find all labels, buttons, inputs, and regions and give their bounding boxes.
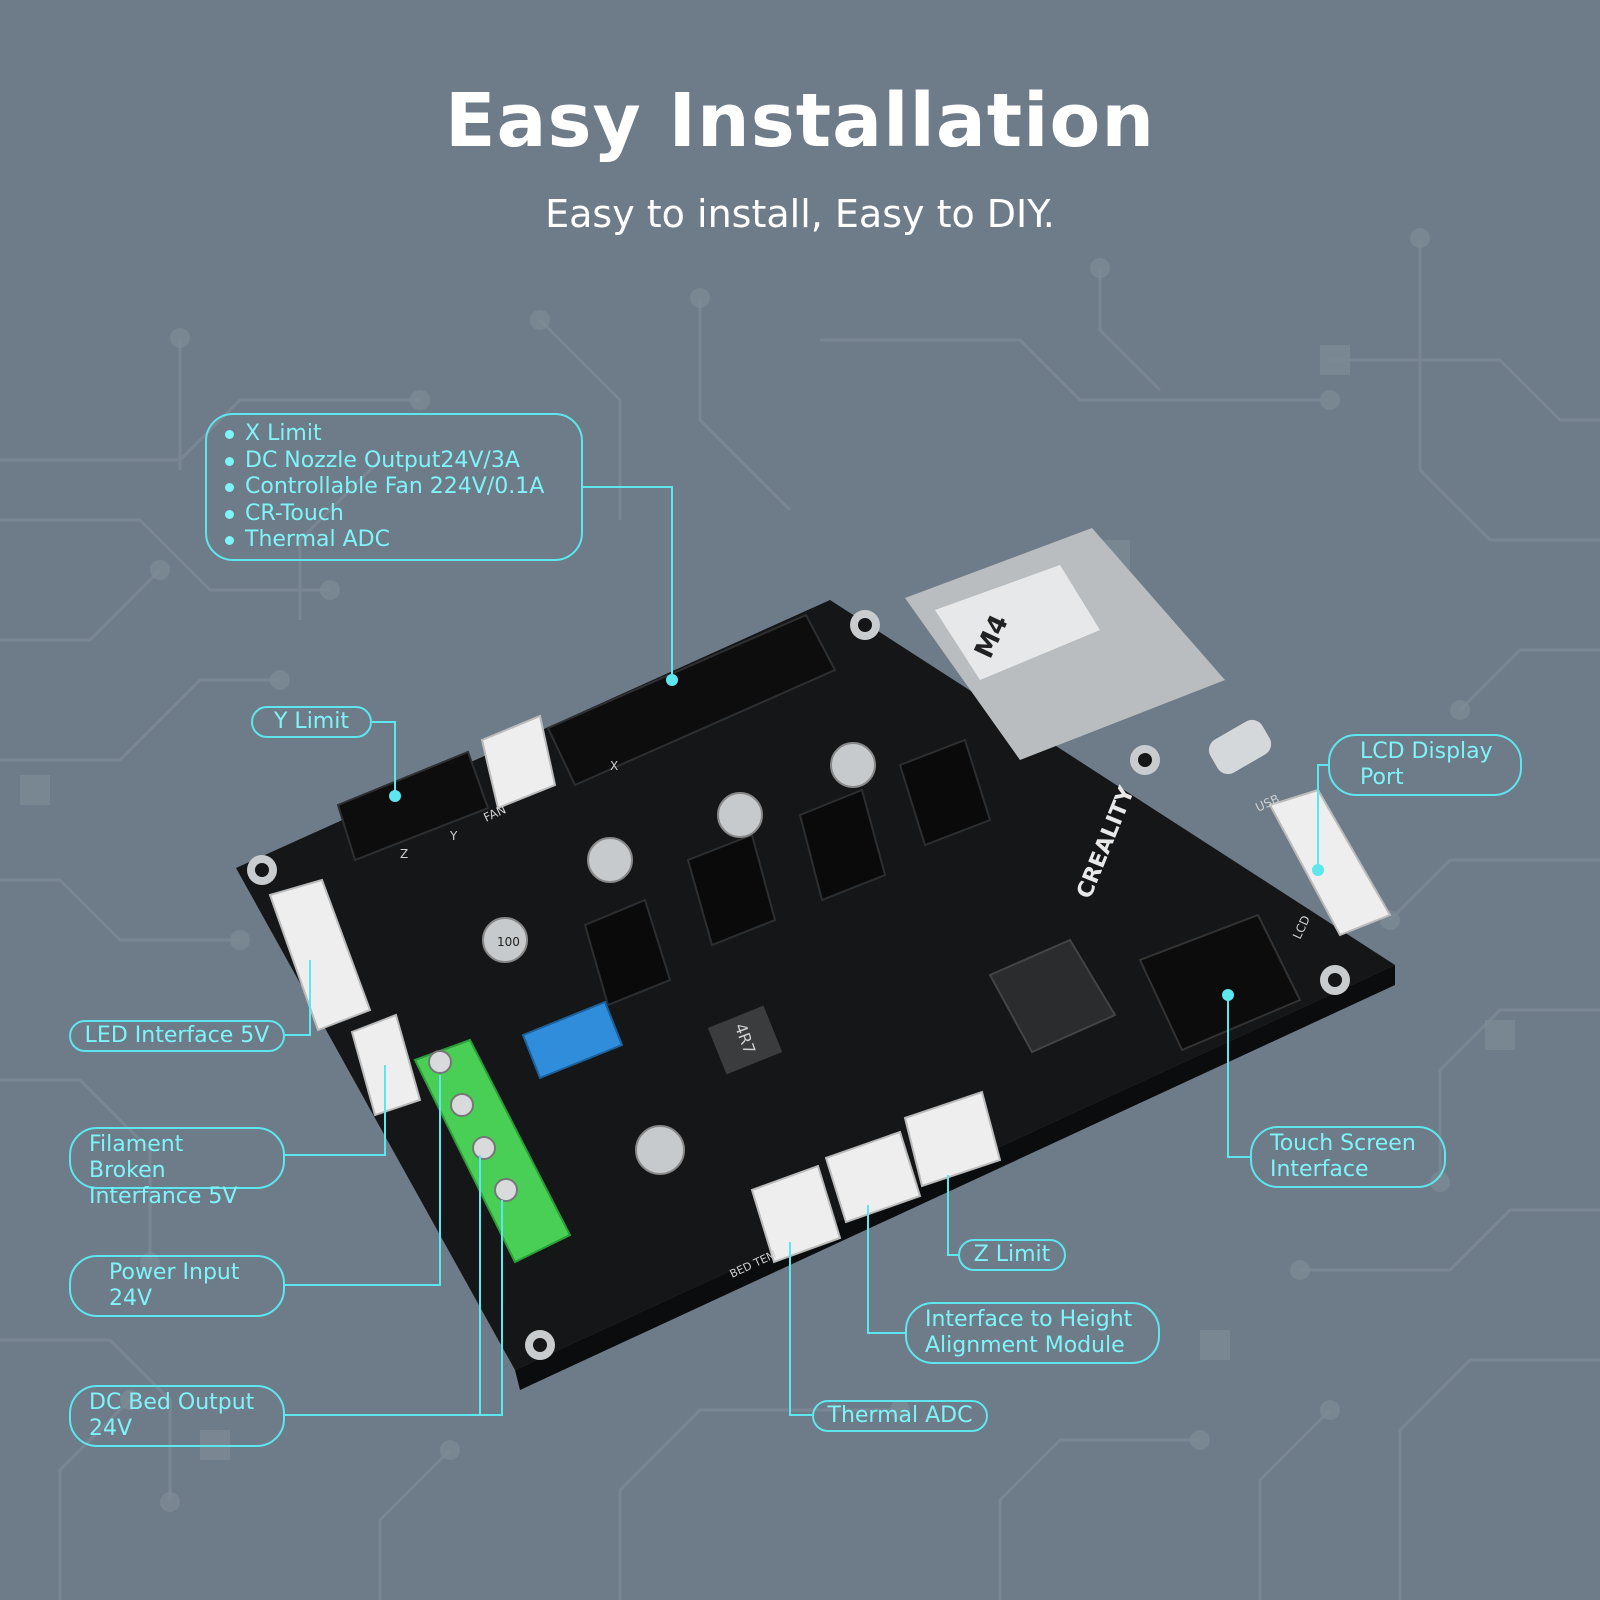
terminal-screw-2 <box>450 1093 474 1117</box>
bed-tem-connector <box>750 1164 842 1264</box>
callout-dc-bed: DC Bed Output 24V <box>69 1385 285 1447</box>
capacitor-2 <box>587 837 633 883</box>
lcd-connector <box>1268 788 1392 937</box>
callout-thermal-adc: Thermal ADC <box>812 1400 988 1432</box>
power-input-line1: Power Input <box>109 1260 240 1285</box>
touch-screen-header <box>1138 913 1302 1052</box>
callout-z-limit: Z Limit <box>958 1239 1066 1271</box>
fan-connector <box>480 714 557 810</box>
thermal-adc-text: Thermal ADC <box>827 1403 973 1428</box>
silk-z-label: Z <box>400 847 408 861</box>
heatsink-2 <box>686 833 777 947</box>
callout-led-interface: LED Interface 5V <box>69 1020 285 1052</box>
callout-dc-nozzle: DC Nozzle Output24V/3A <box>225 448 563 475</box>
capacitor-5 <box>635 1125 685 1175</box>
z-limit-connector <box>903 1090 1002 1188</box>
power-input-line2: 24V <box>109 1286 153 1311</box>
filament-line1: Filament Broken <box>89 1132 184 1183</box>
top-pin-header <box>546 613 837 787</box>
dc-bed-line2: 24V <box>89 1416 133 1441</box>
led-interface-text: LED Interface 5V <box>84 1023 270 1048</box>
heatsink-1 <box>583 898 672 1007</box>
callout-top-group: X Limit DC Nozzle Output24V/3A Controlla… <box>205 413 583 561</box>
lcd-display-line2: Port <box>1360 765 1404 790</box>
blue-fuse <box>521 1000 624 1080</box>
page-title: Easy Installation <box>444 78 1156 164</box>
mcu-chip <box>988 938 1117 1054</box>
terminal-screw-1 <box>428 1050 452 1074</box>
capacitor-4 <box>830 742 876 788</box>
usb-c-port <box>1208 719 1272 775</box>
y-limit-header <box>336 750 490 862</box>
heatsink-3 <box>798 788 887 902</box>
heatsink-4 <box>898 738 992 847</box>
capacitor-3 <box>717 792 763 838</box>
callout-filament: Filament Broken Interfance 5V <box>69 1127 285 1209</box>
pcb-edge <box>515 965 1395 1390</box>
led-connector <box>268 878 372 1032</box>
touch-screen-line1: Touch Screen <box>1270 1131 1416 1156</box>
silk-x-label: X <box>610 759 618 773</box>
filament-line2: Interfance 5V <box>89 1184 238 1209</box>
callout-power-input: Power Input 24V <box>69 1255 285 1317</box>
callout-height-module: Interface to Height Alignment Module <box>905 1302 1160 1364</box>
terminal-screw-4 <box>494 1178 518 1202</box>
height-module-line1: Interface to Height <box>925 1307 1133 1332</box>
callout-touch-screen: Touch Screen Interface <box>1250 1126 1446 1188</box>
inductor <box>707 1005 783 1075</box>
silk-y-label: Y <box>449 829 458 843</box>
callout-thermal-adc-top: Thermal ADC <box>225 527 563 554</box>
callout-controllable-fan: Controllable Fan 224V/0.1A <box>225 474 563 501</box>
callout-cr-touch: CR-Touch <box>225 501 563 528</box>
y-limit-text: Y Limit <box>274 709 349 734</box>
capacitor-1 <box>482 917 528 963</box>
callout-y-limit: Y Limit <box>251 706 372 738</box>
touch-screen-line2: Interface <box>1270 1157 1369 1182</box>
capacitor-label: 100 <box>497 935 520 949</box>
callout-lcd-display: LCD Display Port <box>1328 734 1522 796</box>
height-connector <box>824 1130 922 1224</box>
z-limit-text: Z Limit <box>973 1242 1051 1267</box>
terminal-screw-3 <box>472 1136 496 1160</box>
lcd-display-line1: LCD Display <box>1360 739 1493 764</box>
page-subtitle: Easy to install, Easy to DIY. <box>545 192 1055 236</box>
callout-x-limit: X Limit <box>225 421 563 448</box>
height-module-line2: Alignment Module <box>925 1333 1125 1358</box>
dc-bed-line1: DC Bed Output <box>89 1390 255 1415</box>
